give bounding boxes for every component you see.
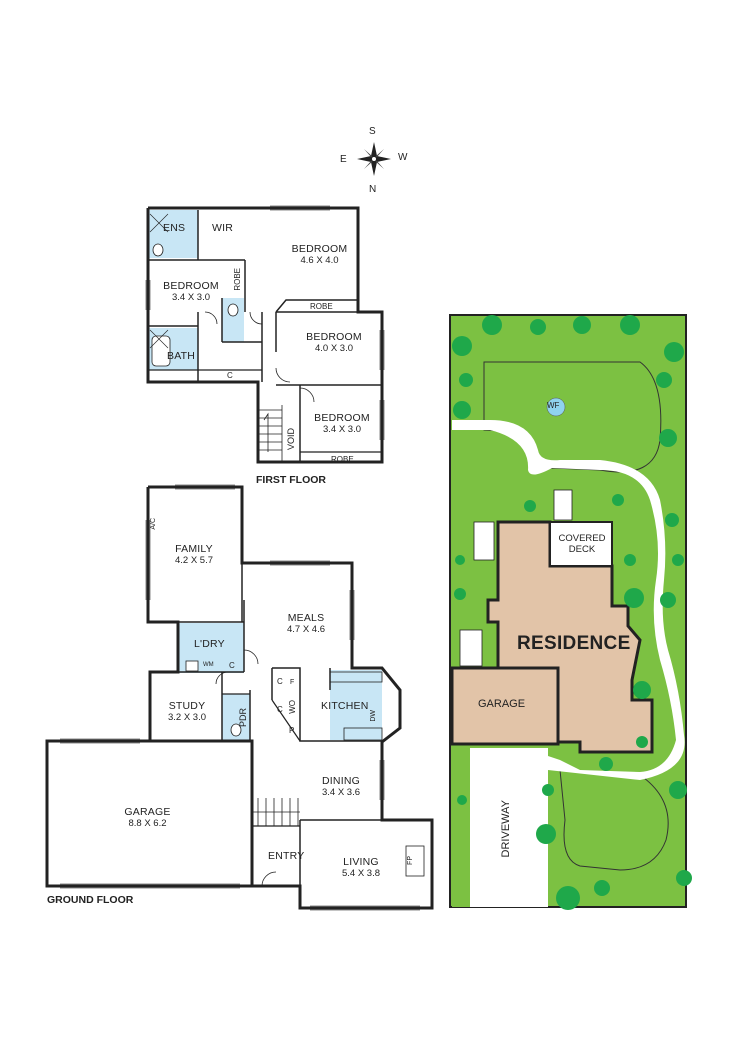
fridge-label: F — [290, 679, 295, 686]
compass-west-label: W — [398, 152, 408, 163]
room-family: FAMILY 4.2 X 5.7 — [174, 543, 214, 566]
site-residence-label: RESIDENCE — [517, 633, 631, 654]
room-garage: GARAGE 8.8 X 6.2 — [124, 806, 171, 829]
washing-machine-label: WM — [203, 662, 214, 668]
walk-in-pantry-label: WO — [288, 700, 297, 714]
ground-floor-title: GROUND FLOOR — [47, 894, 134, 906]
room-main-bedroom: BEDROOM 4.6 X 4.0 — [291, 243, 348, 266]
site-water-feature-label: WF — [547, 401, 560, 410]
room-bath: BATH — [167, 350, 196, 362]
site-garage-label: GARAGE — [478, 698, 526, 710]
room-laundry: L'DRY — [194, 638, 225, 650]
powder-room-label: PDR — [238, 708, 248, 728]
fireplace-label: FP — [407, 856, 414, 865]
room-kitchen: KITCHEN — [321, 700, 369, 712]
cupboard-ground-label: C — [229, 661, 235, 670]
ground-floor-plan — [45, 484, 434, 911]
robe-vertical-label: ROBE — [233, 268, 242, 291]
robe-bottom-label: ROBE — [331, 455, 354, 464]
first-floor-title: FIRST FLOOR — [256, 474, 326, 486]
room-living: LIVING 5.4 X 3.8 — [341, 856, 381, 879]
cupboard-kitchen-label: C — [277, 677, 283, 686]
first-floor-plan — [145, 205, 385, 464]
site-covered-deck-label: COVERED DECK — [558, 533, 606, 555]
room-bedroom-mid: BEDROOM 4.0 X 3.0 — [306, 331, 362, 354]
site-driveway-label: DRIVEWAY — [500, 800, 512, 858]
room-study: STUDY 3.2 X 3.0 — [167, 700, 207, 723]
cupboard-kitchen-2-label: C — [277, 705, 283, 714]
compass-east-label: E — [340, 154, 347, 165]
room-wir: WIR — [212, 222, 234, 234]
dishwasher-label: DW — [370, 710, 377, 722]
room-ensuite: ENS — [163, 222, 186, 234]
room-meals: MEALS 4.7 X 4.6 — [286, 612, 326, 635]
void-label: VOID — [286, 428, 296, 451]
compass-south-label: S — [369, 126, 376, 137]
room-bedroom-left: BEDROOM 3.4 X 3.0 — [163, 280, 219, 303]
room-bedroom-low: BEDROOM 3.4 X 3.0 — [314, 412, 370, 435]
site-plan — [449, 314, 692, 910]
ac-label: A/C — [150, 518, 157, 530]
cupboard-first-label: C — [227, 371, 233, 380]
room-dining: DINING 3.4 X 3.6 — [321, 775, 361, 798]
compass-north-label: N — [369, 184, 377, 195]
compass-rose-icon — [357, 142, 391, 176]
pantry-label: P — [289, 726, 295, 735]
robe-top-label: ROBE — [310, 302, 333, 311]
room-entry: ENTRY — [268, 850, 305, 862]
